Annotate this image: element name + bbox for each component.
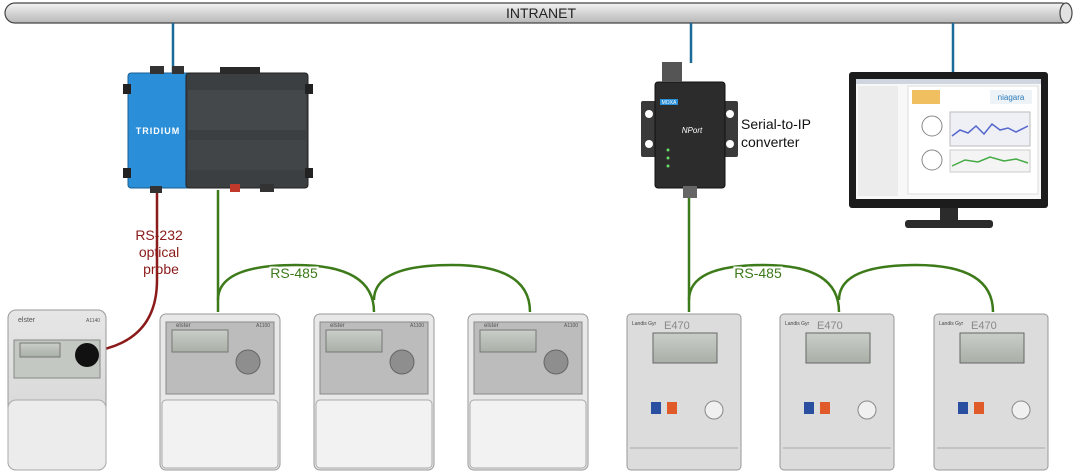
meter-optical-model: A1140 <box>86 318 100 324</box>
controller-brand: TRIDIUM <box>136 126 181 136</box>
moxa-converter: MOXA NPort <box>641 62 738 198</box>
rs232-label-line-3: probe <box>143 261 179 277</box>
meter-elster-2-model: A1100 <box>410 323 424 329</box>
intranet-label: INTRANET <box>506 5 576 21</box>
meter-landis-3-brand: Landis Gyr <box>939 321 964 327</box>
meter-landis-1: Landis Gyr E470 <box>626 313 742 471</box>
meter-landis-3-model: E470 <box>971 320 997 332</box>
converter-model: NPort <box>682 126 703 135</box>
converter-label-line-1: Serial-to-IP <box>741 116 811 132</box>
rs485-bus-left <box>216 190 532 313</box>
meter-optical-brand: elster <box>18 317 36 324</box>
meter-elster-1-model: A1100 <box>256 323 270 329</box>
converter-brand: MOXA <box>662 100 677 106</box>
rs232-label-line-2: optical <box>139 244 179 260</box>
converter-label-line-2: converter <box>741 134 800 150</box>
meter-elster-1: elster A1100 <box>159 313 281 471</box>
ethernet-links <box>171 23 955 73</box>
optical-probe <box>75 343 99 367</box>
tridium-controller: TRIDIUM <box>123 66 313 193</box>
meter-landis-1-model: E470 <box>664 320 690 332</box>
rs232-label: RS-232 optical probe <box>135 227 186 277</box>
rs485-right-label: RS-485 <box>734 265 782 281</box>
rs232-label-line-1: RS-232 <box>135 227 183 243</box>
meter-landis-2-brand: Landis Gyr <box>785 321 810 327</box>
intranet-bus: INTRANET <box>4 2 1073 24</box>
meter-elster-1-brand: elster <box>176 323 191 329</box>
meter-elster-3: elster A1100 <box>467 313 589 471</box>
meter-optical: elster A1140 <box>7 309 107 471</box>
converter-label: Serial-to-IP converter <box>741 116 815 150</box>
niagara-logo: niagara <box>998 93 1025 102</box>
workstation-monitor: niagara <box>849 72 1048 228</box>
meter-elster-3-brand: elster <box>484 323 499 329</box>
meter-elster-3-model: A1100 <box>564 323 578 329</box>
meter-landis-3: Landis Gyr E470 <box>933 313 1049 471</box>
meter-landis-1-brand: Landis Gyr <box>632 321 657 327</box>
rs485-bus-right <box>687 198 995 313</box>
meter-landis-2-model: E470 <box>817 320 843 332</box>
rs485-left-label: RS-485 <box>270 265 318 281</box>
meter-landis-2: Landis Gyr E470 <box>779 313 895 471</box>
rs232-optical-probe-link <box>99 193 159 352</box>
meter-elster-2-brand: elster <box>330 323 345 329</box>
meter-elster-2: elster A1100 <box>313 313 435 471</box>
